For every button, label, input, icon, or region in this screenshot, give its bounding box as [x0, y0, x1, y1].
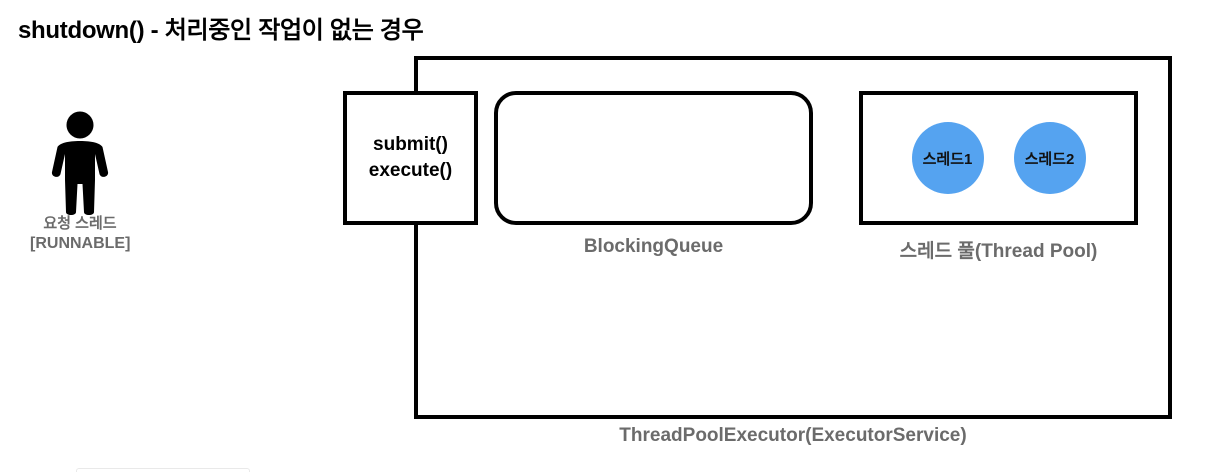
thread-label: 스레드1 [922, 150, 973, 168]
thread-pool-executor-container [414, 56, 1172, 419]
thread-circle: 스레드2 [1013, 122, 1086, 194]
execute-method-label: execute() [368, 160, 453, 181]
thread-pool-caption: 스레드 풀(Thread Pool) [899, 241, 1098, 262]
requesting-thread-actor: 요청 스레드 [RUNNABLE] [30, 110, 130, 254]
executor-caption: ThreadPoolExecutor(ExecutorService) [619, 425, 967, 446]
blocking-queue-box [494, 91, 813, 225]
thread-circle: 스레드1 [911, 122, 984, 194]
thread-pool-box: 스레드1 스레드2 [859, 91, 1138, 225]
thread-label: 스레드2 [1024, 150, 1075, 168]
clipped-bottom-element [76, 468, 250, 472]
blocking-queue-caption: BlockingQueue [583, 236, 724, 257]
actor-label: 요청 스레드 [43, 215, 117, 232]
page-title: shutdown() - 처리중인 작업이 없는 경우 [18, 17, 424, 44]
actor-state-badge: [RUNNABLE] [30, 234, 131, 252]
submit-method-label: submit() [373, 134, 448, 156]
submit-execute-box: submit() execute() [343, 91, 478, 225]
person-icon [51, 111, 109, 215]
